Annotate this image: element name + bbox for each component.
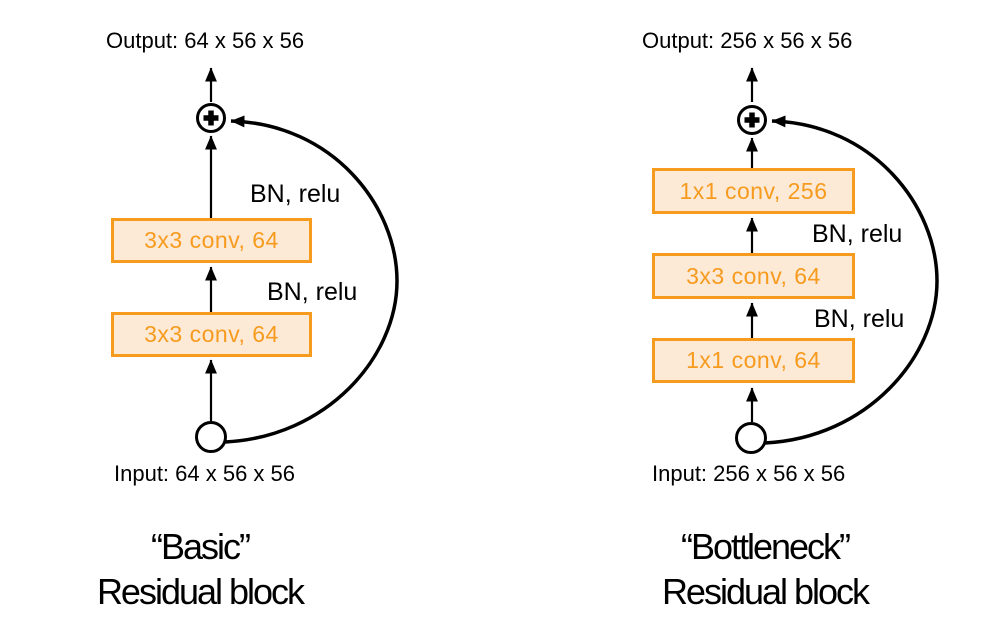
conv-layer-label: 3x3 conv, 64	[144, 227, 279, 253]
bn-relu-label: BN, relu	[814, 305, 905, 333]
conv-layer-box: 3x3 conv, 64	[111, 312, 312, 357]
input-node-circle	[735, 422, 767, 454]
conv-layer-box: 3x3 conv, 64	[652, 253, 855, 299]
input-node-circle	[195, 421, 227, 453]
output-shape-label: Output: 64 x 56 x 56	[106, 28, 305, 53]
input-shape-label: Input: 256 x 56 x 56	[652, 461, 846, 486]
conv-layer-label: 3x3 conv, 64	[144, 321, 279, 347]
conv-layer-box: 3x3 conv, 64	[111, 218, 312, 263]
conv-layer-label: 1x1 conv, 64	[686, 347, 821, 373]
basic-block-graph	[195, 67, 399, 453]
block-caption: “Bottleneck” Residual block	[610, 524, 920, 614]
plus-icon	[744, 112, 760, 128]
skip-connection-arrow	[764, 115, 939, 445]
input-shape-label: Input: 64 x 56 x 56	[114, 461, 296, 486]
output-shape-label: Output: 256 x 56 x 56	[642, 28, 853, 53]
bn-relu-label: BN, relu	[250, 180, 341, 208]
bn-relu-label: BN, relu	[267, 278, 358, 306]
block-caption: “Basic” Residual block	[45, 524, 355, 614]
bottleneck-block-graph	[735, 67, 939, 454]
plus-icon	[203, 110, 219, 126]
conv-layer-box: 1x1 conv, 256	[652, 168, 855, 214]
conv-layer-box: 1x1 conv, 64	[652, 338, 855, 383]
caption-subtitle: Residual block	[96, 571, 305, 612]
caption-subtitle: Residual block	[661, 571, 870, 612]
bn-relu-label: BN, relu	[812, 220, 903, 248]
caption-quoted-name: “Basic”	[150, 526, 251, 567]
skip-connection-arrow	[224, 115, 399, 444]
caption-quoted-name: “Bottleneck”	[680, 526, 851, 567]
conv-layer-label: 3x3 conv, 64	[686, 262, 821, 289]
conv-layer-label: 1x1 conv, 256	[679, 177, 828, 204]
